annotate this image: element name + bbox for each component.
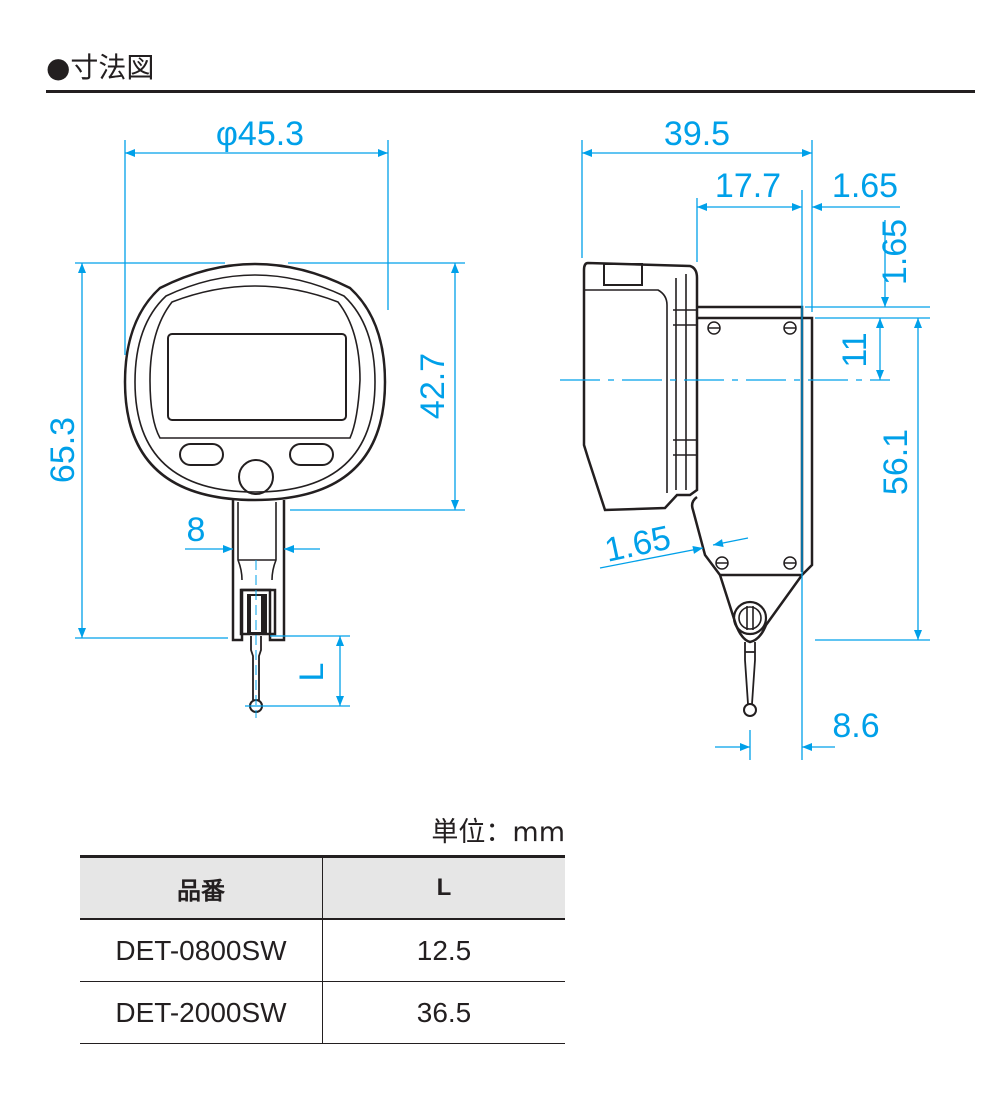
- header-l: L: [322, 855, 565, 920]
- model-table: 品番 L DET-0800SW 12.5 DET-2000SW 36.5: [80, 855, 565, 1044]
- center-offset-label: 11: [836, 332, 874, 367]
- l-value-cell: 36.5: [322, 981, 565, 1044]
- body-height-label: 42.7: [414, 353, 452, 419]
- side-view-dimensions: [560, 140, 930, 760]
- header-part-number: 品番: [80, 855, 323, 920]
- plate-height-label: 56.1: [877, 429, 915, 495]
- front-view-dimensions: [75, 140, 465, 707]
- title-rule: [46, 90, 975, 93]
- l-value-cell: 12.5: [322, 919, 565, 982]
- table-row: DET-0800SW 12.5: [80, 919, 565, 982]
- total-depth-label: 39.5: [664, 115, 730, 153]
- stem-width-label: 8: [187, 511, 206, 549]
- diameter-label: φ45.3: [216, 115, 304, 153]
- part-number-cell: DET-0800SW: [80, 919, 323, 982]
- plate-offset-h-label: 1.65: [832, 167, 898, 205]
- units-label: 単位：mm: [431, 817, 565, 848]
- section-title: ●寸法図: [46, 51, 155, 84]
- table-row: DET-2000SW 36.5: [80, 981, 565, 1044]
- arm-offset-label: 1.65: [601, 519, 674, 570]
- stylus-length-label: L: [293, 663, 331, 682]
- part-number-cell: DET-2000SW: [80, 981, 323, 1044]
- dial-depth-label: 17.7: [715, 167, 781, 205]
- plate-offset-v-label: 1.65: [876, 219, 914, 285]
- dimension-drawing: φ45.3 65.3 42.7 8 L: [44, 115, 930, 760]
- total-height-label: 65.3: [44, 417, 82, 483]
- table-header-row: 品番 L: [80, 855, 565, 920]
- stylus-offset-label: 8.6: [832, 707, 879, 745]
- front-view-outline: [123, 262, 387, 718]
- side-view-outline: [582, 261, 814, 717]
